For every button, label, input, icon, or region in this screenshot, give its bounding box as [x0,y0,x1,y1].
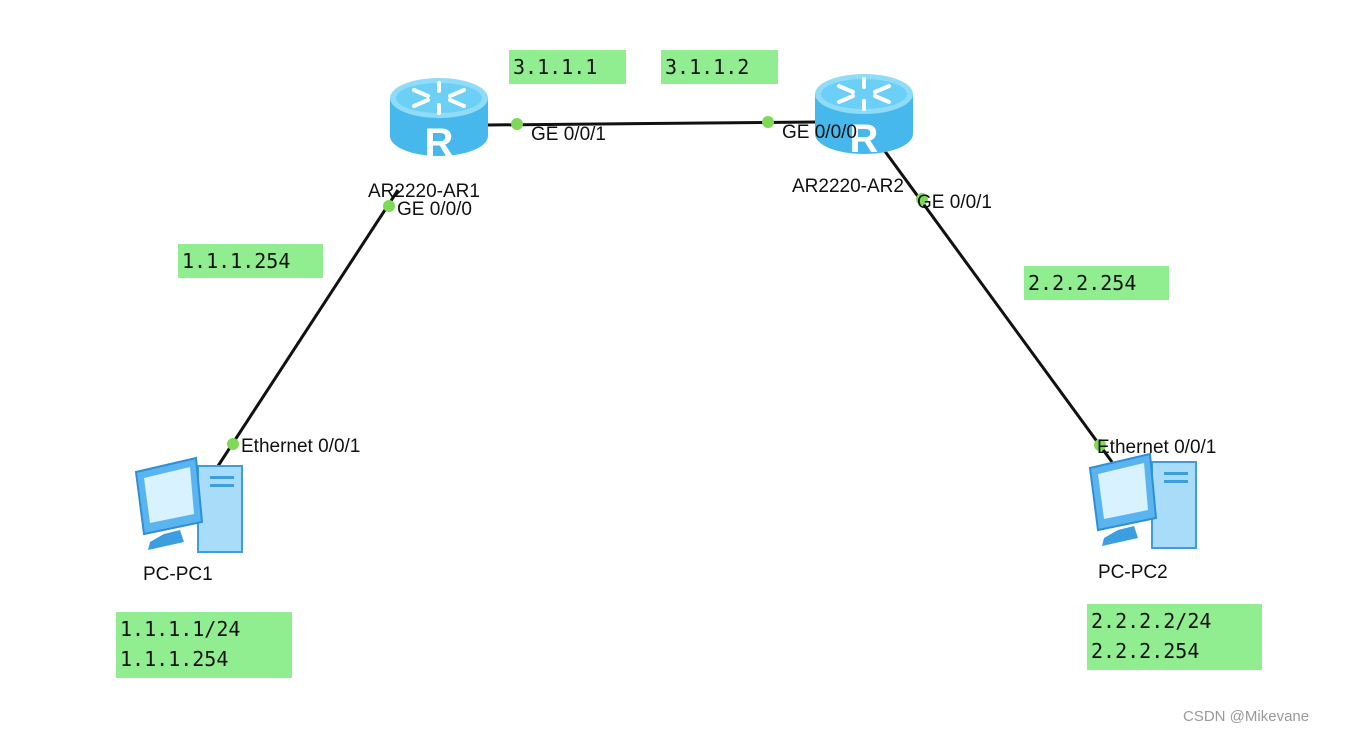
ip-note-ar2-wan: 3.1.1.2 [661,50,778,84]
pc1-gateway-text: 1.1.1.254 [120,647,229,671]
port-label-pc1-eth: Ethernet 0/0/1 [241,436,361,457]
port-indicator-pc2-eth [1094,439,1106,451]
watermark: CSDN @Mikevane [1183,708,1310,725]
pc2-gateway-text: 2.2.2.254 [1091,639,1200,663]
router-icon: R [390,78,488,165]
pc-icon [134,456,243,553]
link-ar1-pc1[interactable] [216,189,400,467]
ip-note-ar1-wan: 3.1.1.1 [509,50,626,84]
port-indicator-ar2-ge000 [762,116,774,128]
port-indicator-pc1-eth [227,438,239,450]
ip-note-text: 1.1.1.254 [182,249,291,273]
port-indicator-ar1-ge000 [383,200,395,212]
ip-note-pc1: 1.1.1.1/24 1.1.1.254 [116,612,292,678]
svg-text:R: R [850,117,879,161]
port-label-pc2-eth: Ethernet 0/0/1 [1097,437,1217,458]
pc1-ip-text: 1.1.1.1/24 [120,617,241,641]
device-label-pc1: PC-PC1 [143,564,213,585]
router-icon: R [815,74,913,161]
pc-icon [1088,452,1197,549]
ip-note-ar2-lan: 2.2.2.254 [1024,266,1169,300]
port-label-ar1-ge000: GE 0/0/0 [397,199,472,220]
pc-pc2[interactable] [1088,452,1197,549]
port-label-ar1-ge001: GE 0/0/1 [531,124,606,145]
router-ar2[interactable]: R [815,74,913,161]
ip-note-text: 3.1.1.2 [665,55,750,79]
pc-pc1[interactable] [134,456,243,553]
svg-text:R: R [425,121,454,165]
pc2-ip-text: 2.2.2.2/24 [1091,609,1212,633]
device-label-pc2: PC-PC2 [1098,562,1168,583]
port-label-ar2-ge001: GE 0/0/1 [917,192,992,213]
ip-note-ar1-lan: 1.1.1.254 [178,244,323,278]
device-label-ar1: AR2220-AR1 [368,181,480,202]
ip-note-pc2: 2.2.2.2/24 2.2.2.254 [1087,604,1262,670]
device-label-ar2: AR2220-AR2 [792,176,904,197]
port-label-ar2-ge000: GE 0/0/0 [782,122,857,143]
ip-note-text: 3.1.1.1 [513,55,598,79]
port-indicator-ar2-ge001 [916,193,928,205]
ip-note-text: 2.2.2.254 [1028,271,1137,295]
router-ar1[interactable]: R [390,78,488,165]
port-indicator-ar1-ge001 [511,118,523,130]
